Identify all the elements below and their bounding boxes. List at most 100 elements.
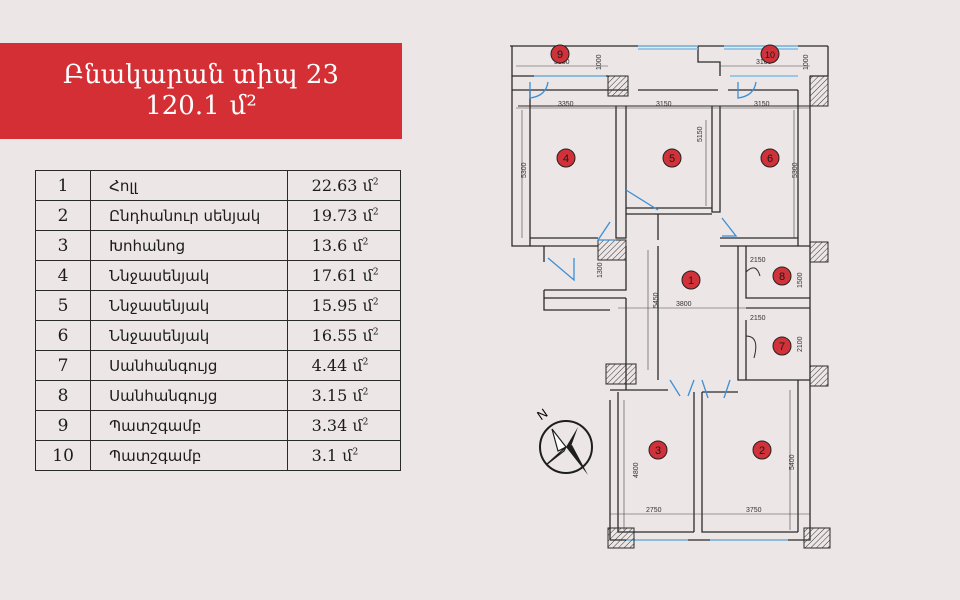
- room-name: Ննջասենյակ: [90, 320, 288, 351]
- room-area: 16.55 մ2: [286, 320, 402, 351]
- room-marker-label: 4: [563, 153, 569, 165]
- room-area: 3.1 մ2: [286, 440, 402, 471]
- dim-room5-depth: 5150: [697, 126, 704, 142]
- room-name: Պատշգամբ: [90, 440, 288, 471]
- dim-bath7-depth: 2100: [797, 336, 804, 352]
- windows: [534, 45, 798, 541]
- dim-balcony-left-depth: 1000: [596, 54, 603, 70]
- room-name: Հոլլ: [90, 170, 288, 201]
- room-area: 13.6 մ2: [286, 230, 402, 261]
- room-area-value: 3.34 մ: [311, 416, 363, 435]
- dim-room4-width: 3350: [558, 101, 574, 108]
- title-banner: Բնակարան տիպ 23 120.1 մ²: [0, 43, 402, 139]
- room-marker-label: 2: [759, 445, 765, 457]
- dim-balcony-right-depth: 1000: [803, 54, 810, 70]
- dim-bath8-width: 2150: [750, 257, 766, 264]
- room-area-value: 16.55 մ: [311, 326, 373, 345]
- compass-north-label: N: [534, 405, 550, 423]
- room-area-unit-exponent: 2: [362, 387, 369, 398]
- room-marker-label: 5: [669, 153, 675, 165]
- room-number: 8: [34, 380, 92, 411]
- room-number: 1: [34, 170, 92, 201]
- room-marker-label: 1: [688, 275, 694, 287]
- room-area-value: 13.6 մ: [311, 236, 363, 255]
- room-area-value: 3.1 մ: [311, 446, 353, 465]
- total-area-value: 120.1: [145, 91, 220, 121]
- room-name: Սանհանգույց: [90, 350, 288, 381]
- dim-room5-width: 3150: [656, 101, 672, 108]
- room-marker-3: 3: [648, 440, 668, 460]
- room-area: 3.15 մ2: [286, 380, 402, 411]
- room-area: 4.44 մ2: [286, 350, 402, 381]
- room-marker-label: 8: [779, 271, 785, 283]
- room-area-value: 17.61 մ: [311, 266, 373, 285]
- room-number: 10: [34, 440, 92, 471]
- dim-room6-width: 3150: [754, 101, 770, 108]
- room-area: 17.61 մ2: [286, 260, 402, 291]
- room-number: 5: [34, 290, 92, 321]
- room-area-unit-exponent: 2: [362, 417, 369, 428]
- dim-kitchen-depth: 4800: [633, 462, 640, 478]
- room-marker-label: 3: [655, 445, 661, 457]
- room-marker-9: 9: [550, 44, 570, 64]
- room-marker-label: 9: [557, 49, 563, 61]
- dim-kitchen-width: 2750: [646, 507, 662, 514]
- room-area-unit-exponent: 2: [372, 267, 379, 278]
- room-area-value: 22.63 մ: [311, 176, 373, 195]
- room-name: Սանհանգույց: [90, 380, 288, 411]
- room-marker-2: 2: [752, 440, 772, 460]
- room-name: Պատշգամբ: [90, 410, 288, 441]
- apartment-type-title: Բնակարան տիպ 23: [63, 60, 339, 90]
- room-marker-label: 7: [779, 341, 785, 353]
- dim-bath8-depth: 1500: [797, 272, 804, 288]
- dim-room6-depth: 5300: [792, 162, 799, 178]
- room-name: Խոհանոց: [90, 230, 288, 261]
- room-marker-label: 6: [767, 153, 773, 165]
- apartment-total-area: 120.1 մ²: [145, 91, 257, 122]
- room-area-unit-exponent: 2: [372, 327, 379, 338]
- compass-icon: N: [534, 405, 593, 475]
- dim-hall-depth: 5450: [653, 292, 660, 308]
- room-area: 22.63 մ2: [286, 170, 402, 201]
- room-number: 3: [34, 230, 92, 261]
- room-area-value: 4.44 մ: [311, 356, 363, 375]
- room-name: Ննջասենյակ: [90, 260, 288, 291]
- room-marker-8: 8: [772, 266, 792, 286]
- room-area-value: 19.73 մ: [311, 206, 373, 225]
- room-area: 19.73 մ2: [286, 200, 402, 231]
- total-area-unit: մ²: [229, 91, 257, 121]
- dim-corridor-depth: 1300: [597, 262, 604, 278]
- dim-room4-depth: 5300: [521, 162, 528, 178]
- dim-living-depth: 5400: [789, 454, 796, 470]
- room-number: 2: [34, 200, 92, 231]
- room-marker-5: 5: [662, 148, 682, 168]
- room-name: Ընդհանուր սենյակ: [90, 200, 288, 231]
- room-marker-1: 1: [681, 270, 701, 290]
- room-number: 6: [34, 320, 92, 351]
- room-area: 3.34 մ2: [286, 410, 402, 441]
- room-marker-10: 10: [760, 44, 780, 64]
- room-area-unit-exponent: 2: [352, 447, 359, 458]
- room-number: 4: [34, 260, 92, 291]
- room-area-value: 3.15 մ: [311, 386, 363, 405]
- room-name: Ննջասենյակ: [90, 290, 288, 321]
- room-number: 9: [34, 410, 92, 441]
- room-area-unit-exponent: 2: [372, 207, 379, 218]
- room-area-value: 15.95 մ: [311, 296, 373, 315]
- room-marker-4: 4: [556, 148, 576, 168]
- room-area-unit-exponent: 2: [362, 357, 369, 368]
- room-marker-label: 10: [765, 50, 775, 60]
- room-marker-6: 6: [760, 148, 780, 168]
- room-area-unit-exponent: 2: [372, 297, 379, 308]
- room-area-unit-exponent: 2: [362, 237, 369, 248]
